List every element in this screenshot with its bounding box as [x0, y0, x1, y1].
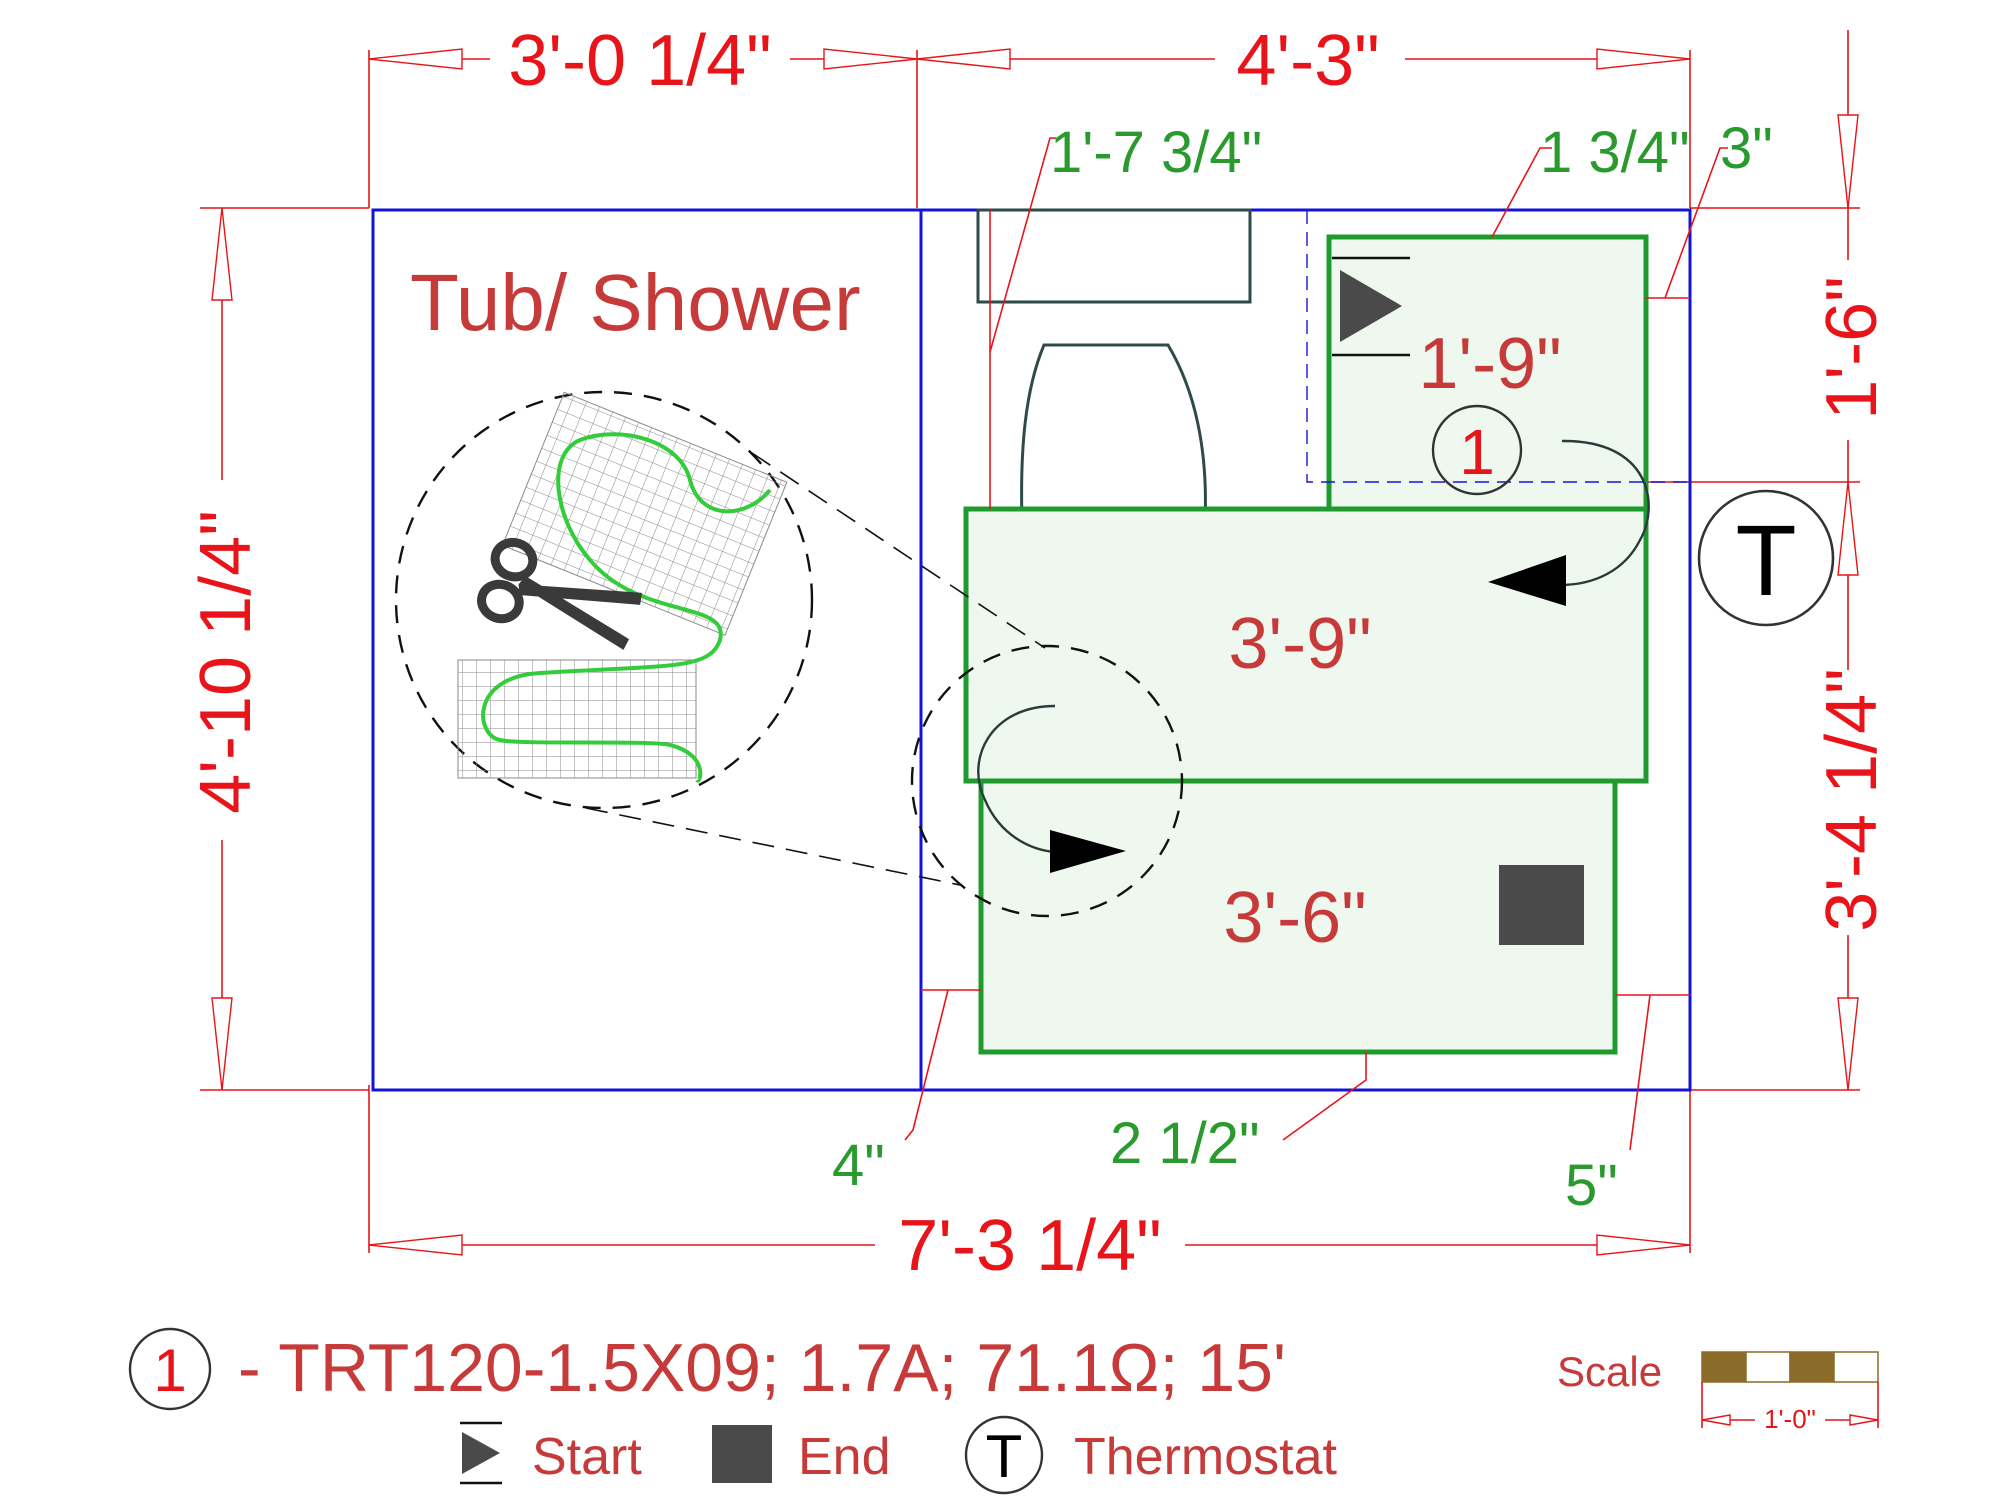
- legend-thermostat-letter: T: [986, 1423, 1023, 1490]
- end-marker: [1499, 865, 1584, 945]
- offset-right-gap: 3": [1720, 116, 1773, 181]
- offset-bottom-gap: 2 1/2": [1110, 1111, 1260, 1176]
- circuit-label-circle: [1431, 404, 1523, 496]
- scale-label: Scale: [1557, 1348, 1662, 1395]
- legend-thermostat: Thermostat: [1074, 1428, 1338, 1486]
- offset-top-gap: 1 3/4": [1540, 120, 1690, 185]
- legend-circuit-number: 1: [153, 1337, 186, 1404]
- detail-circle-large: [394, 390, 814, 810]
- play-triangle-icon: [1340, 270, 1402, 342]
- legend-spec: - TRT120-1.5X09; 1.7A; 71.1Ω; 15': [238, 1330, 1286, 1406]
- dim-bottom-total: 7'-3 1/4": [898, 1206, 1161, 1286]
- dimension-labels: 3'-0 1/4" 4'-3" 7'-3 1/4" 4'-10 1/4" 1'-…: [182, 21, 1892, 1286]
- cut-detail: [394, 390, 1184, 918]
- mat-middle-label: 3'-9": [1228, 604, 1371, 684]
- thermostat-symbol: [1697, 489, 1835, 627]
- dim-top-right: 4'-3": [1236, 21, 1379, 101]
- offset-bottom-right-gap: 5": [1565, 1153, 1618, 1218]
- mat-bottom-label: 3'-6": [1223, 878, 1366, 958]
- dim-right-lower: 3'-4 1/4": [1812, 668, 1892, 931]
- dim-right-upper: 1'-6": [1812, 276, 1892, 419]
- heating-cable: [481, 432, 772, 783]
- offset-leaders: [904, 137, 1728, 1151]
- legend-start: Start: [532, 1428, 642, 1486]
- scale-bar: Scale 1'-0": [1557, 1348, 1879, 1434]
- tub-shower-label: Tub/ Shower: [410, 258, 861, 347]
- legend-thermostat-icon: [964, 1415, 1044, 1495]
- thermostat-symbol-letter: T: [1735, 505, 1796, 617]
- mat-top-label: 1'-9": [1418, 324, 1561, 404]
- legend-circuit-circle: [128, 1327, 212, 1411]
- mat-area-middle: [963, 506, 1649, 784]
- start-marker: [1332, 256, 1410, 357]
- scissors-icon: [477, 537, 642, 650]
- cable-direction: [977, 439, 1650, 873]
- interior-extension-lines: [921, 210, 1690, 996]
- dim-top-left: 3'-0 1/4": [508, 21, 771, 101]
- arrow-left-icon: [1488, 555, 1566, 606]
- offset-toilet-clearance: 1'-7 3/4": [1050, 120, 1262, 185]
- legend-end: End: [798, 1428, 891, 1486]
- offset-left-gap: 4": [832, 1133, 885, 1198]
- scale-length: 1'-0": [1764, 1404, 1816, 1434]
- arrow-right-icon: [1050, 830, 1126, 873]
- mat-mesh-sample-2: [457, 659, 697, 779]
- dimension-lines: [200, 30, 1860, 1256]
- legend-start-icon: [462, 1432, 500, 1474]
- mat-boundary-line: [1306, 210, 1690, 483]
- legend: 1 - TRT120-1.5X09; 1.7A; 71.1Ω; 15' Star…: [128, 1327, 1338, 1495]
- dim-left-height: 4'-10 1/4": [186, 510, 266, 814]
- legend-end-icon: [712, 1425, 772, 1483]
- mat-mesh-sample: [501, 391, 788, 636]
- area-labels: Tub/ Shower 1'-9" 3'-9" 3'-6": [410, 258, 1562, 958]
- detail-circle-small: [910, 644, 1184, 918]
- offset-labels: 1'-7 3/4" 1 3/4" 3" 4" 2 1/2" 5": [832, 116, 1773, 1218]
- circuit-label-number: 1: [1459, 416, 1495, 488]
